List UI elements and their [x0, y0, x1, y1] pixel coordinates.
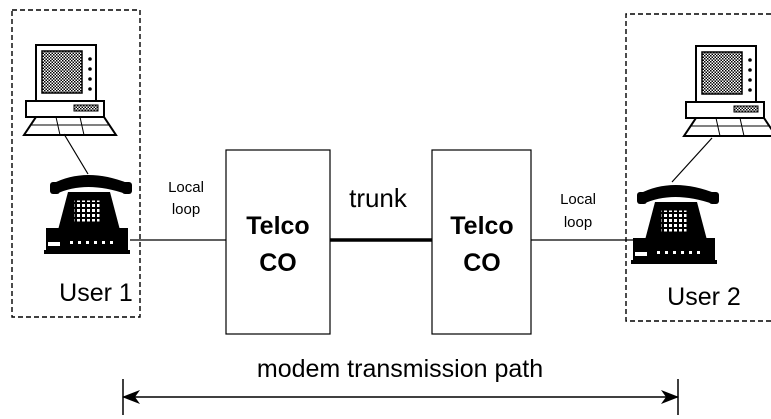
telco-co-left-line1: Telco: [246, 212, 309, 240]
telco-co-right: [431, 149, 532, 335]
user1-computer-phone-cord: [63, 133, 89, 175]
telco-co-left-line2: CO: [259, 249, 297, 277]
path-label: modem transmission path: [257, 355, 543, 383]
telco-co-right-line2: CO: [463, 249, 501, 277]
local-loop-left-label-line1: Local: [168, 179, 204, 196]
trunk-label: trunk: [349, 183, 408, 213]
local-loop-right-label-line1: Local: [560, 191, 596, 208]
local-loop-right-label-line2: loop: [564, 214, 592, 231]
user2-label: User 2: [667, 283, 741, 311]
user1-boundary: [11, 9, 141, 318]
telco-co-right-line1: Telco: [450, 212, 513, 240]
telephone-modem-icon: [43, 174, 133, 255]
user1-label: User 1: [59, 279, 133, 307]
user2-boundary: [625, 13, 771, 322]
telco-co-left: [225, 149, 331, 335]
computer-icon: [23, 44, 117, 136]
local-loop-left-label-line2: loop: [172, 201, 200, 218]
user2-computer-phone-cord: [671, 137, 713, 183]
telephone-modem-icon: [630, 184, 720, 265]
computer-icon: [683, 45, 771, 137]
